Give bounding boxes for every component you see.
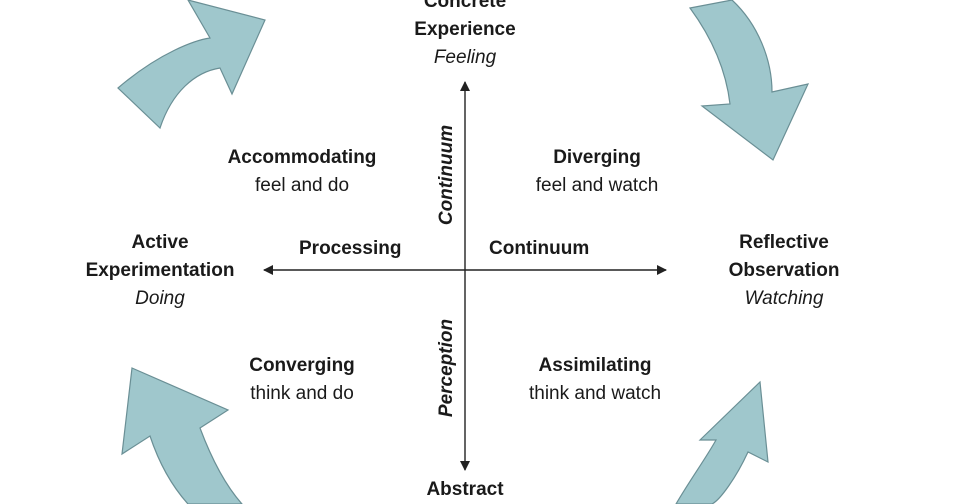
axis-label-perception: Perception [436, 318, 457, 418]
pole-top-line2: Experience [414, 19, 516, 40]
quadrant-accommodating: Accommodating feel and do [192, 144, 412, 200]
quadrant-assimilating: Assimilating think and watch [485, 352, 705, 408]
quadrant-top-right-title: Diverging [553, 147, 641, 168]
cycle-arrow-top-left-icon [117, 0, 266, 130]
quadrant-bottom-left-title: Converging [249, 355, 355, 376]
pole-top-line1: Concrete [423, 0, 507, 12]
quadrant-bottom-right-title: Assimilating [538, 355, 652, 376]
pole-left-line1: Active [131, 232, 189, 253]
quadrant-diverging: Diverging feel and watch [487, 144, 707, 200]
axis-label-continuum-horizontal: Continuum [489, 238, 590, 259]
quadrant-top-right-desc: feel and watch [535, 175, 659, 196]
pole-left-sub: Doing [135, 288, 185, 309]
pole-right-sub: Watching [744, 288, 824, 309]
pole-active-experimentation: Active Experimentation Doing [60, 229, 260, 313]
pole-abstract: Abstract [365, 476, 565, 504]
pole-right-line2: Observation [728, 260, 840, 281]
pole-reflective-observation: Reflective Observation Watching [684, 229, 884, 313]
pole-top-sub: Feeling [433, 47, 497, 68]
quadrant-converging: Converging think and do [192, 352, 412, 408]
axis-label-processing: Processing [299, 238, 402, 259]
cycle-arrow-bottom-left-icon [121, 367, 243, 504]
quadrant-top-left-title: Accommodating [227, 147, 377, 168]
pole-bottom-line1: Abstract [426, 479, 504, 500]
quadrant-top-left-desc: feel and do [254, 175, 350, 196]
pole-left-line2: Experimentation [85, 260, 235, 281]
pole-concrete-experience: Concrete Experience Feeling [365, 0, 565, 72]
quadrant-bottom-left-desc: think and do [250, 383, 354, 404]
pole-right-line1: Reflective [739, 232, 829, 253]
cycle-arrow-top-right-icon [688, 0, 810, 161]
axis-label-continuum-vertical: Continuum [436, 124, 457, 226]
quadrant-bottom-right-desc: think and watch [528, 383, 662, 404]
